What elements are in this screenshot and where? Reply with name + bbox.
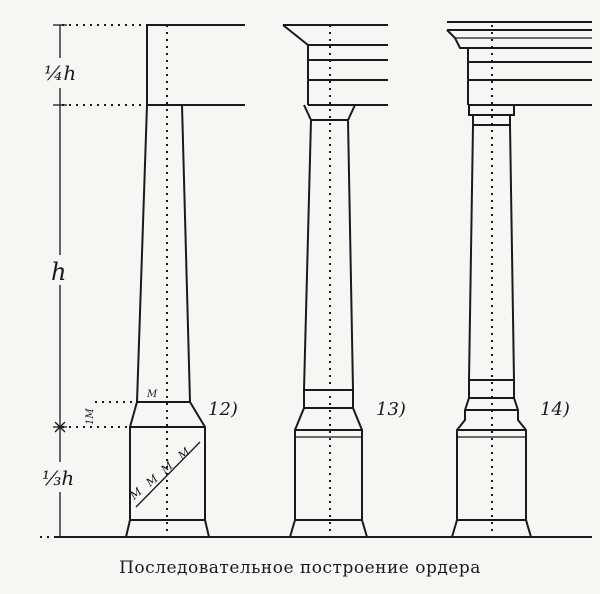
figure-label-12: 12) xyxy=(208,399,238,420)
figure-label-14: 14) xyxy=(540,399,570,420)
label-third-h: ⅓h xyxy=(42,466,74,490)
label-quarter-h: ¼h xyxy=(44,61,76,85)
column-12 xyxy=(125,24,245,538)
module-label: M xyxy=(143,472,161,490)
caption: Последовательное построение ордера xyxy=(119,558,481,578)
column-14 xyxy=(446,21,592,538)
module-label: M xyxy=(175,445,193,463)
figure-label-13: 13) xyxy=(376,399,406,420)
label-h: h xyxy=(51,258,66,286)
module-label: M xyxy=(158,459,176,477)
module-label: M xyxy=(146,389,158,400)
label-module-small: 1M xyxy=(85,408,96,425)
column-13 xyxy=(282,24,388,538)
